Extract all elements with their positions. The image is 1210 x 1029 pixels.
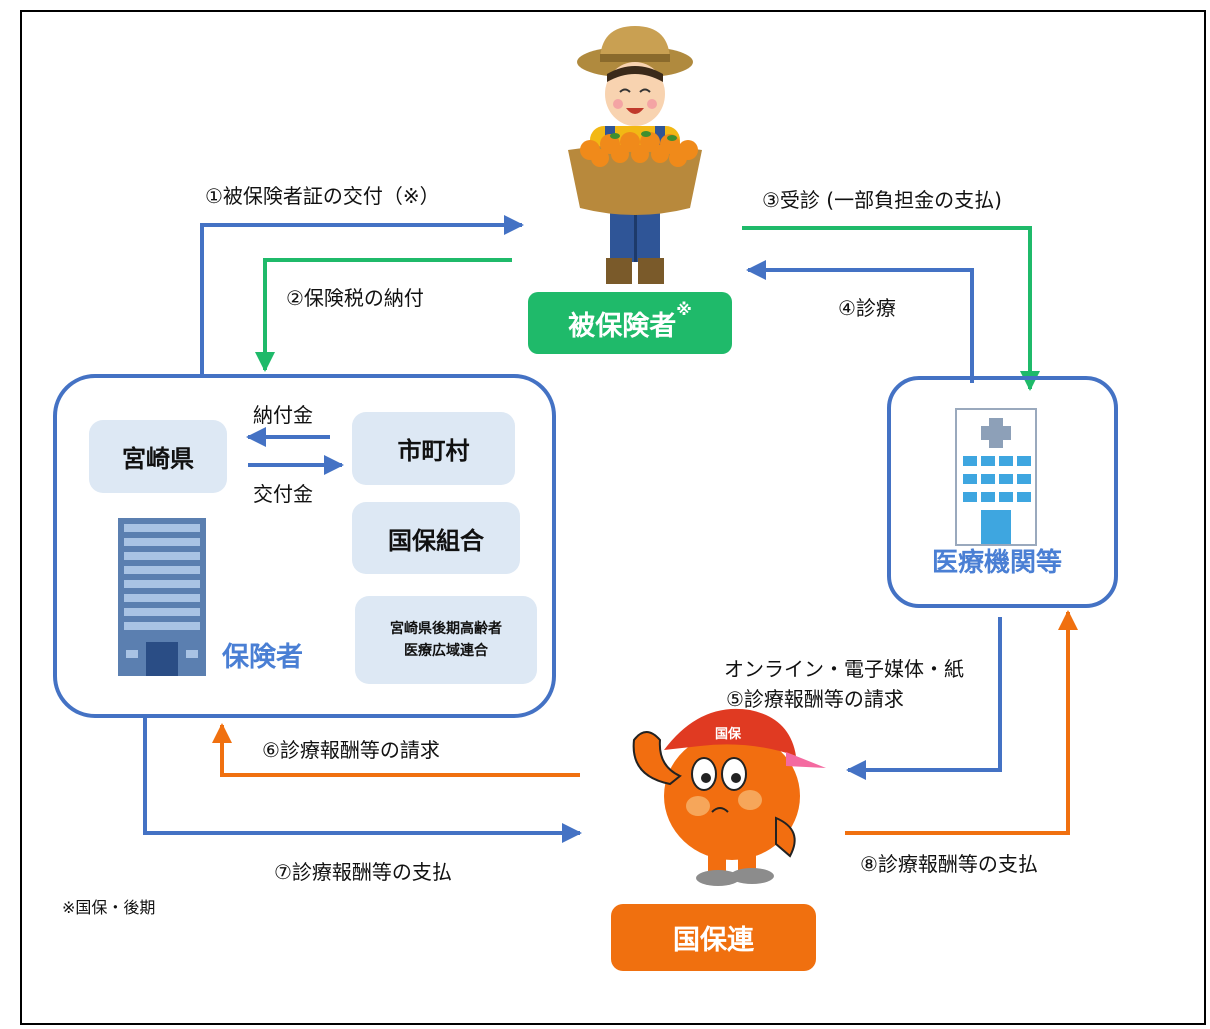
- arrow-consult: [742, 226, 1040, 391]
- label-payment-in: 納付金: [253, 403, 313, 427]
- label-treatment: ④診療: [838, 296, 896, 320]
- label-pay-to-medical: ⑧診療報酬等の支払: [860, 852, 1038, 876]
- arrow-pay-to-medical: [845, 610, 1078, 835]
- renren-node: 国保連: [611, 904, 816, 971]
- office-building-icon: [118, 518, 206, 676]
- elderly-union-line2: 医療広域連合: [404, 643, 488, 659]
- prefecture-box: 宮崎県: [89, 420, 227, 493]
- insured-node: 被保険者※: [528, 292, 732, 354]
- mascot-cap-text: 国保: [715, 726, 742, 742]
- municipality-box: 市町村: [352, 412, 515, 485]
- elderly-union-box: 宮崎県後期高齢者 医療広域連合: [355, 596, 537, 684]
- label-tax-payment: ②保険税の納付: [286, 286, 424, 310]
- label-consult: ③受診 (一部負担金の支払): [762, 188, 1002, 212]
- label-pay-to-renren: ⑦診療報酬等の支払: [274, 860, 452, 884]
- insured-footnote-mark: ※: [676, 300, 692, 319]
- farmer-icon: [568, 26, 702, 284]
- elderly-union-line1: 宮崎県後期高齢者: [390, 620, 502, 637]
- diagram-frame: [20, 10, 1206, 1025]
- union-box: 国保組合: [352, 502, 520, 574]
- insured-label: 被保険者: [568, 310, 677, 342]
- hospital-icon: [955, 408, 1037, 546]
- arrow-pay-to-renren: [143, 717, 582, 843]
- renren-label: 国保連: [673, 925, 754, 956]
- arrow-tax-payment: [255, 258, 512, 372]
- label-grant-out: 交付金: [253, 482, 313, 506]
- arrow-issue-card: [200, 215, 524, 375]
- label-claim-media: オンライン・電子媒体・紙: [724, 657, 964, 681]
- medical-node: [887, 376, 1118, 608]
- label-issue-card: ①被保険者証の交付（※）: [205, 184, 440, 208]
- arrow-claim-to-insurer: [212, 723, 580, 777]
- footnote: ※国保・後期: [62, 898, 156, 917]
- medical-label: 医療機関等: [932, 548, 1063, 578]
- label-claim-to-insurer: ⑥診療報酬等の請求: [262, 738, 440, 762]
- mascot-icon: 国保: [632, 708, 826, 886]
- arrow-treatment: [746, 260, 974, 383]
- arrow-claim-to-renren: [846, 617, 1002, 780]
- insurer-group: [53, 374, 556, 718]
- insurer-label: 保険者: [222, 642, 303, 673]
- label-claim-to-renren: ⑤診療報酬等の請求: [726, 687, 904, 711]
